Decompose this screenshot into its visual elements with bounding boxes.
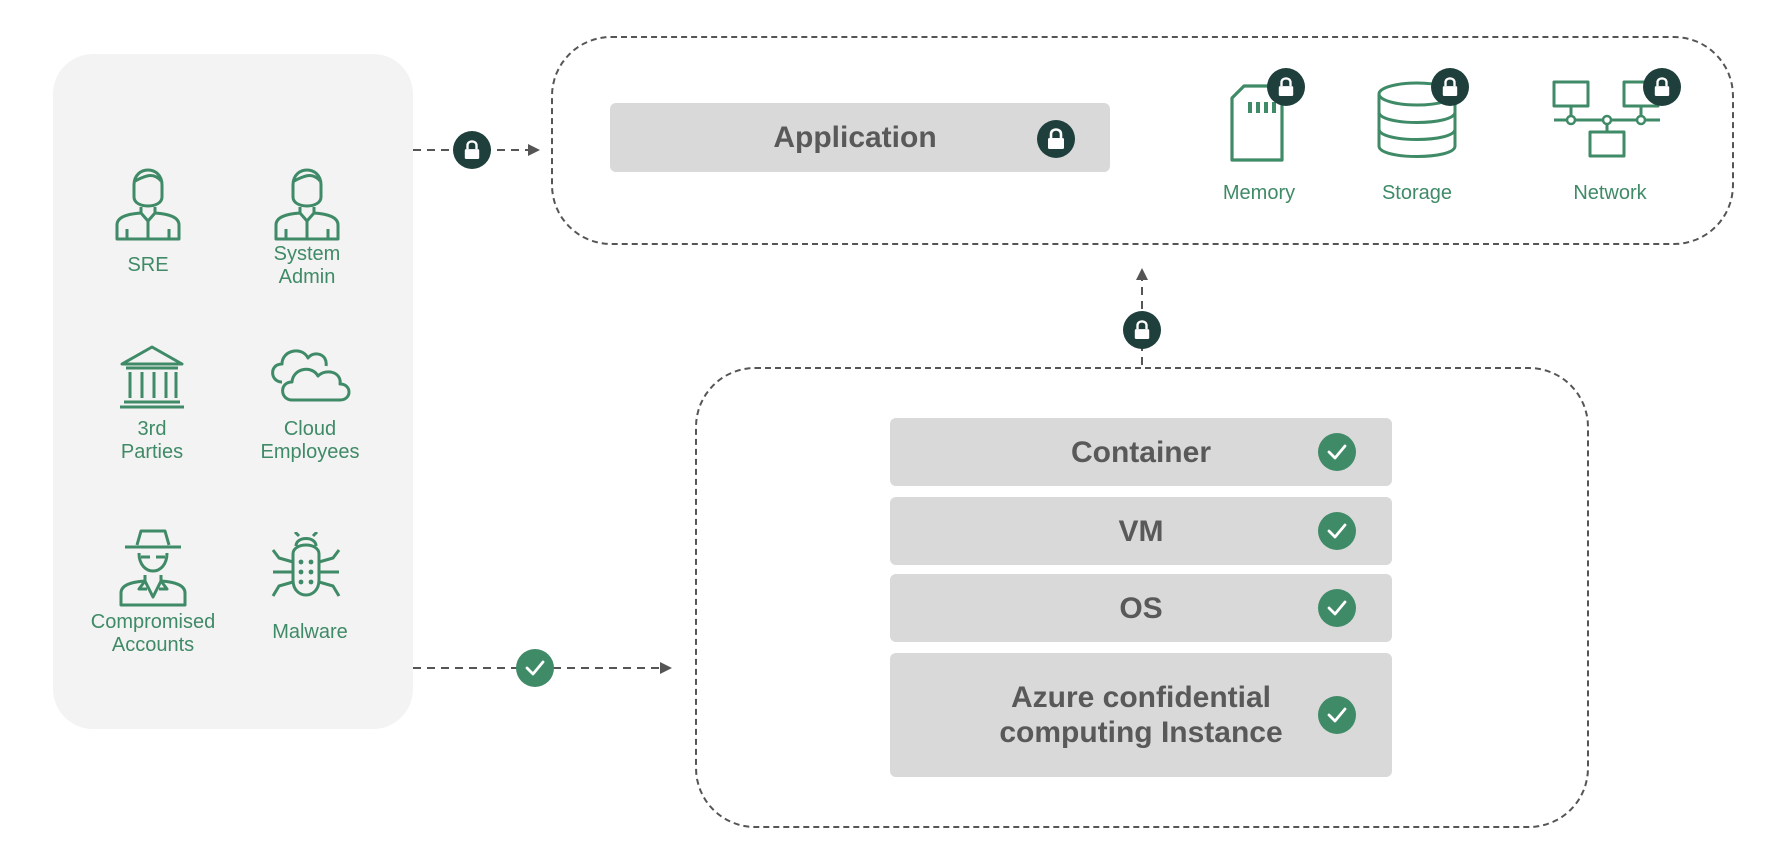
actor-label-system-admin: System Admin bbox=[273, 243, 341, 288]
application-label: Application bbox=[773, 121, 937, 154]
storage-label: Storage bbox=[1381, 182, 1453, 204]
memory-card-icon bbox=[1230, 84, 1284, 162]
application-lock-icon bbox=[1037, 120, 1075, 158]
instance-check-icon bbox=[1318, 696, 1356, 734]
network-lock-icon bbox=[1643, 68, 1681, 106]
bug-malware-icon bbox=[271, 532, 341, 597]
sre-person-icon bbox=[115, 168, 181, 241]
bank-building-icon bbox=[120, 345, 184, 409]
application-bar: Application bbox=[610, 103, 1110, 172]
actor-label-compromised-accounts: Compromised Accounts bbox=[90, 611, 216, 656]
upward-access-lock-icon bbox=[1123, 311, 1161, 349]
storage-lock-icon bbox=[1431, 68, 1469, 106]
access-blocked-lock-icon bbox=[453, 131, 491, 169]
confidential-instance-label: Azure confidential computing Instance bbox=[999, 681, 1283, 749]
storage-database-icon bbox=[1377, 81, 1457, 158]
network-label: Network bbox=[1573, 182, 1647, 204]
actor-label-malware: Malware bbox=[272, 621, 348, 643]
container-label: Container bbox=[1070, 435, 1211, 469]
actor-label-sre: SRE bbox=[127, 254, 169, 276]
os-bar: OS bbox=[890, 574, 1392, 642]
memory-lock-icon bbox=[1267, 68, 1305, 106]
memory-label: Memory bbox=[1222, 182, 1296, 204]
vm-bar: VM bbox=[890, 497, 1392, 565]
spy-hacker-icon bbox=[119, 529, 187, 607]
confidential-instance-bar: Azure confidential computing Instance bbox=[890, 653, 1392, 777]
confidential-stack-box bbox=[695, 367, 1589, 828]
vm-label: VM bbox=[1118, 514, 1164, 548]
cloud-icon bbox=[271, 349, 351, 402]
actor-label-cloud-employees: Cloud Employees bbox=[260, 418, 360, 463]
container-check-icon bbox=[1318, 433, 1356, 471]
system-admin-person-icon bbox=[274, 168, 340, 241]
access-allowed-check-icon bbox=[516, 649, 554, 687]
container-bar: Container bbox=[890, 418, 1392, 486]
os-label: OS bbox=[1119, 591, 1163, 625]
os-check-icon bbox=[1318, 589, 1356, 627]
vm-check-icon bbox=[1318, 512, 1356, 550]
actors-panel: SRE System Admin 3rd Parties Cloud Emplo… bbox=[53, 54, 413, 729]
protected-resources-box bbox=[551, 36, 1734, 245]
actor-label-third-parties: 3rd Parties bbox=[120, 418, 184, 463]
